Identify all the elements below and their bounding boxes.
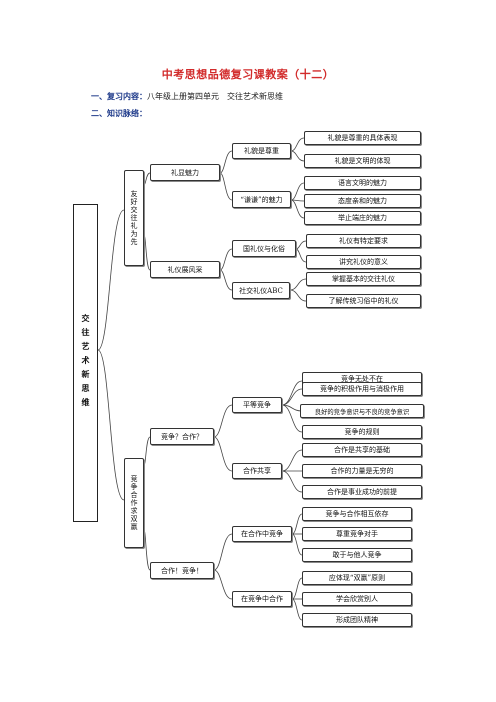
leaf-label: 良好的竞争意识与不良的竞争意识 [314,408,410,416]
leaf-label: 态度亲和的魅力 [338,197,387,205]
leaf-label: 竞争的积极作用与消极作用 [320,385,404,393]
leaf: 合作是事业成功的前提 [302,485,422,499]
branch2-node: 竞争合作求双赢 [124,458,144,548]
leaf: 竞争与合作相互依存 [302,507,412,521]
leaf: 态度亲和的魅力 [304,194,421,208]
leaf-label: 尊重竞争对手 [336,530,378,538]
branch2-a1-node: 平等竞争 [232,397,282,413]
branch2-b2-label: 在竞争中合作 [241,595,283,603]
branch1-b2-label: 社交礼仪ABC [239,286,283,295]
leaf-label: 竞争的规则 [344,428,380,436]
branch1-b2-node: 社交礼仪ABC [232,282,290,299]
leaf: 合作是共享的基础 [302,443,422,457]
leaf-label: 学会欣赏别人 [336,595,378,603]
review-text: 八年级上册第四单元 交往艺术新思维 [147,92,283,101]
leaf-label: 语言文明的魅力 [338,179,387,187]
leaf-label: 竞争与合作相互依存 [325,510,389,518]
leaf-label: 掌握基本的交往礼仪 [332,275,395,283]
branch2-a2-label: 合作共享 [243,467,271,475]
leaf-label: 合作的力量是无穷的 [330,467,394,475]
branch1-b-label: 礼仪展风采 [167,265,203,274]
leaf-label: 形成团队精神 [336,616,378,624]
leaf-label: 应体现“双赢”原则 [328,574,386,582]
leaf: 竞争的规则 [302,425,422,439]
leaf-label: 举止端庄的魅力 [338,214,387,222]
leaf-label: 礼仪有特定要求 [339,237,388,245]
leaf: 礼貌是文明的体现 [304,154,421,168]
branch2-a-label: 竞争？合作？ [161,432,203,441]
branch1-a-label: 礼显魅力 [171,168,199,177]
branch1-a2-node: “谦谦”的魅力 [232,191,291,208]
branch2-a-node: 竞争？合作？ [150,428,214,445]
knowledge-line: 二、知识脉络： [91,108,147,119]
root-node: 交往艺术新思维 [73,204,98,522]
leaf: 学会欣赏别人 [302,592,412,606]
branch1-a2-label: “谦谦”的魅力 [240,195,283,204]
branch2-a2-node: 合作共享 [232,463,282,479]
leaf: 讲究礼仪的意义 [306,255,421,269]
branch2-a1-label: 平等竞争 [243,401,271,409]
branch2-label: 竞争合作求双赢 [130,475,138,531]
branch1-node: 友好交往礼为先 [124,170,144,266]
leaf: 应体现“双赢”原则 [302,571,412,585]
leaf-label: 了解传统习俗中的礼仪 [328,297,399,305]
leaf: 合作的力量是无穷的 [302,464,422,478]
branch2-b2-node: 在竞争中合作 [232,591,292,607]
leaf: 尊重竞争对手 [302,527,412,541]
leaf: 举止端庄的魅力 [304,211,421,225]
branch2-b1-label: 在合作中竞争 [241,530,283,538]
branch1-b1-node: 国礼仪与化俗 [232,240,296,257]
leaf-label: 合作是共享的基础 [334,446,390,454]
branch2-b-node: 合作！竞争！ [150,562,214,579]
leaf-label: 敢于与他人竞争 [332,551,382,559]
branch1-a-node: 礼显魅力 [150,164,220,181]
leaf: 良好的竞争意识与不良的竞争意识 [300,404,424,418]
review-line: 一、复习内容：八年级上册第四单元 交往艺术新思维 [91,91,283,102]
leaf: 礼仪有特定要求 [306,234,421,248]
branch1-a1-label: 礼貌是尊重 [244,147,279,155]
knowledge-label: 二、知识脉络： [91,109,147,118]
leaf: 敢于与他人竞争 [302,548,412,562]
leaf: 竞争的积极作用与消极作用 [302,382,422,396]
leaf: 掌握基本的交往礼仪 [306,272,421,286]
branch2-b1-node: 在合作中竞争 [232,526,292,542]
branch1-a1-node: 礼貌是尊重 [232,143,291,159]
leaf-label: 竞争无处不在 [341,375,383,383]
leaf-label: 礼貌是文明的体现 [334,157,391,165]
leaf-label: 礼貌是尊重的具体表现 [327,134,398,142]
branch1-label: 友好交往礼为先 [130,190,138,246]
root-label: 交往艺术新思维 [81,314,90,412]
branch1-b-node: 礼仪展风采 [150,261,220,278]
page-title: 中考思想品德复习课教案（十二） [161,68,335,81]
leaf: 形成团队精神 [302,613,412,627]
leaf: 礼貌是尊重的具体表现 [304,131,421,145]
leaf-label: 讲究礼仪的意义 [339,258,388,266]
leaf: 语言文明的魅力 [304,176,421,190]
leaf: 了解传统习俗中的礼仪 [306,294,421,308]
leaf-label: 合作是事业成功的前提 [327,488,397,496]
branch1-b1-label: 国礼仪与化俗 [243,244,285,253]
review-label: 一、复习内容： [91,92,147,101]
branch2-b-label: 合作！竞争！ [161,566,203,575]
